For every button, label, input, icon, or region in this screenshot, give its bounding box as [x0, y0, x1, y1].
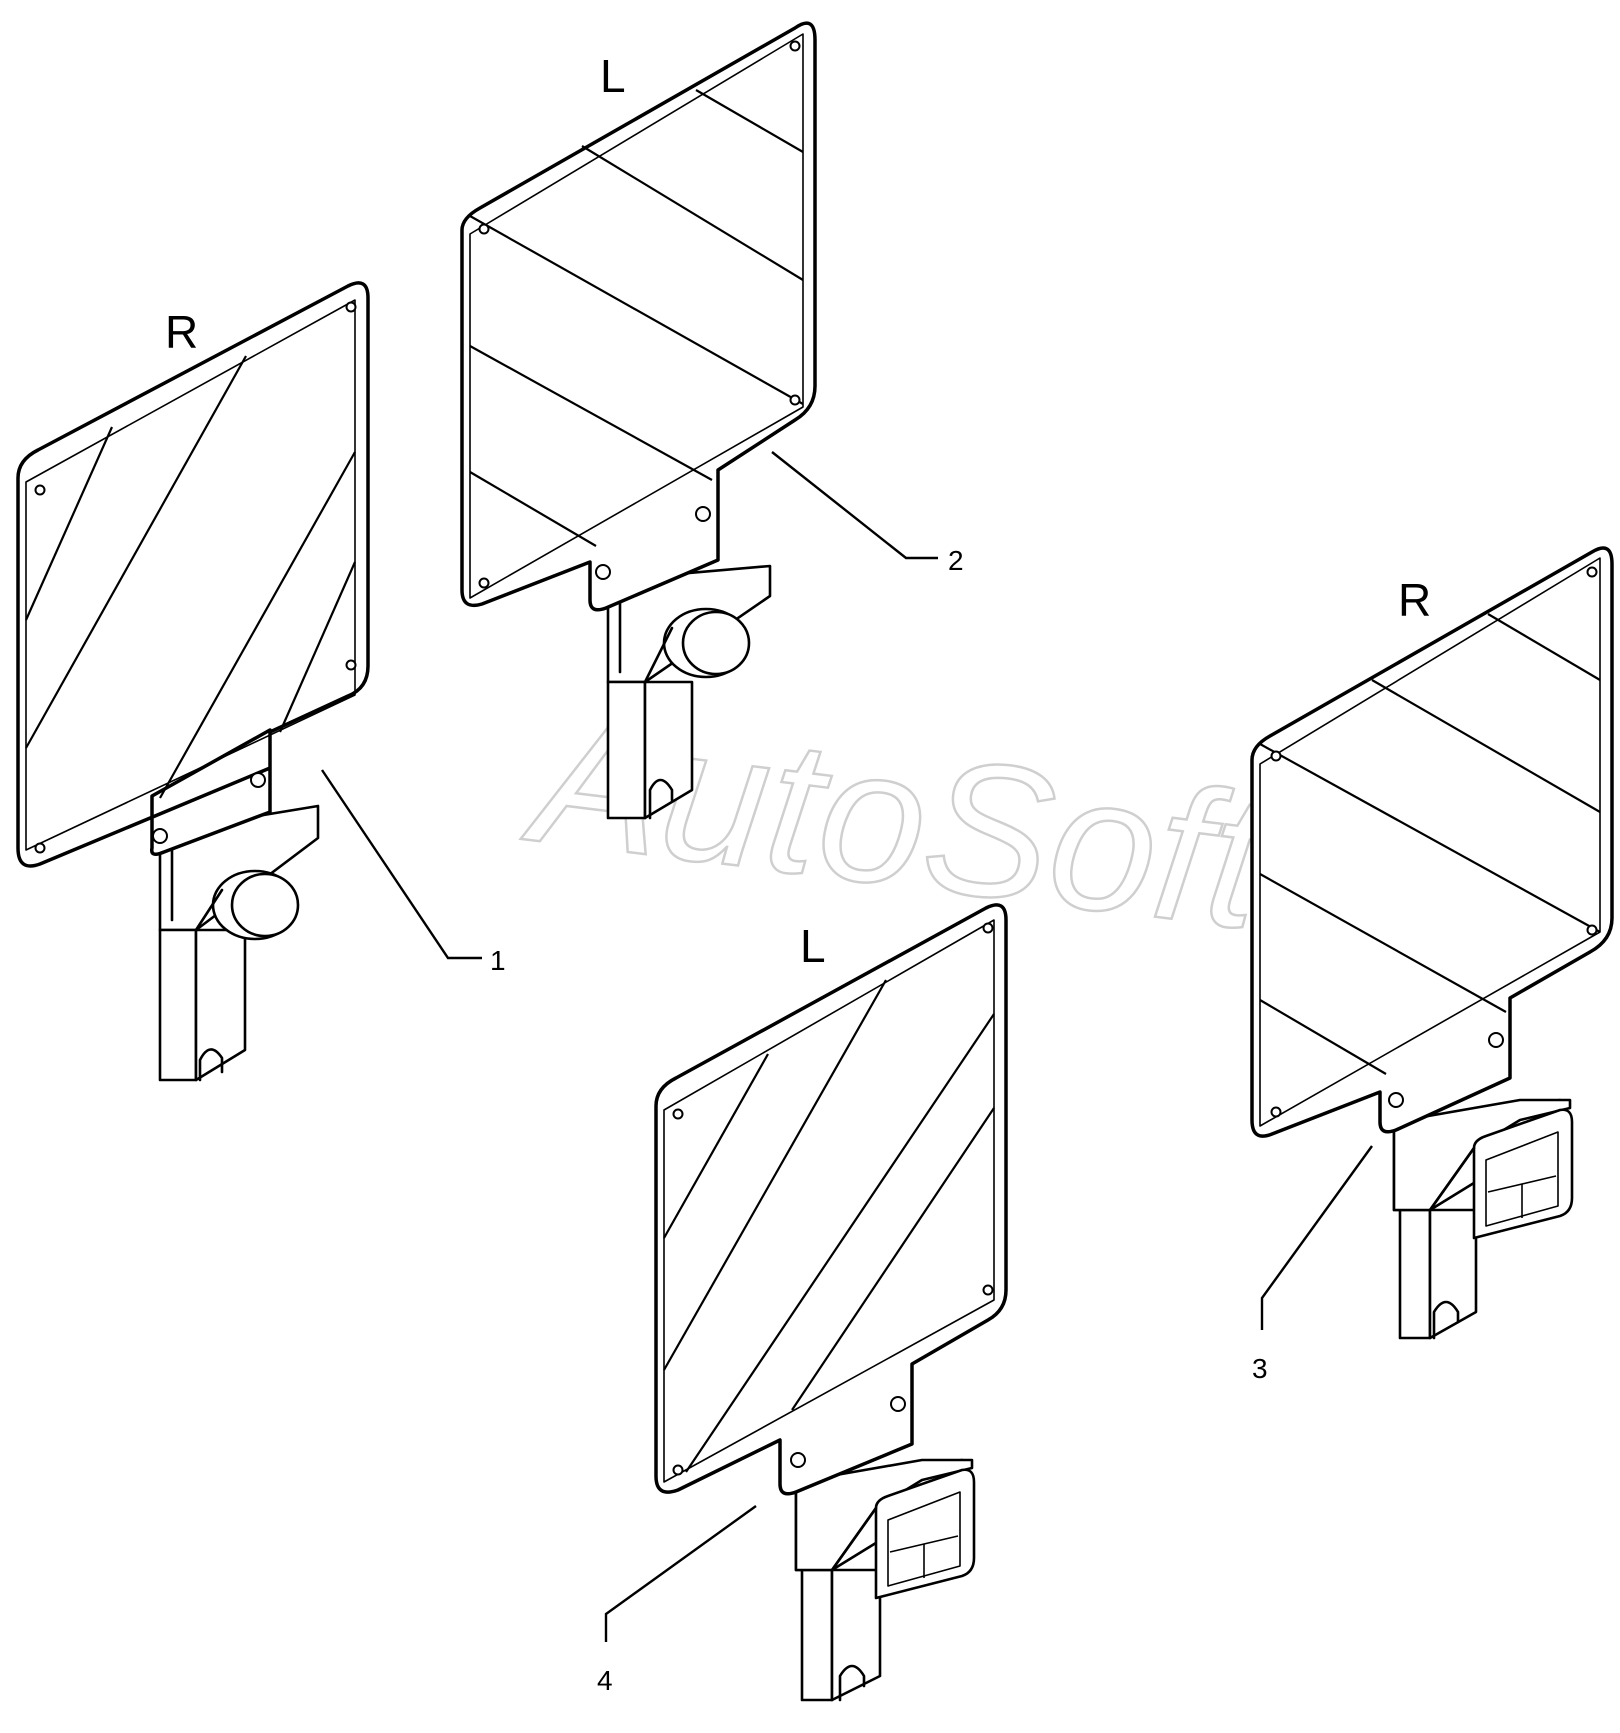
callout-3: 3: [1252, 1353, 1268, 1384]
part-4-warning-board-left: L 4: [597, 903, 1008, 1702]
part-2-side-label: L: [600, 50, 626, 102]
part-1-round-lamp: [194, 869, 300, 941]
part-2-board: [460, 21, 817, 612]
part-2-round-lamp: [643, 607, 751, 684]
part-1-warning-board-right: R 1: [16, 281, 506, 1082]
part-3-board: [1250, 546, 1614, 1138]
part-3-leader: [1260, 1145, 1373, 1330]
part-4-side-label: L: [800, 920, 826, 972]
part-1-leader: [321, 769, 482, 960]
part-1-side-label: R: [165, 306, 198, 358]
callout-2: 2: [948, 545, 964, 576]
part-1-bracket: [158, 804, 320, 1082]
part-2-leader: [771, 451, 938, 560]
part-3-square-lamp: [1392, 1098, 1574, 1240]
callout-1: 1: [490, 945, 506, 976]
part-1-board: [16, 281, 370, 868]
part-3-side-label: R: [1398, 574, 1431, 626]
part-2-warning-board-left: L 2: [460, 21, 964, 820]
part-4-square-lamp: [794, 1458, 976, 1600]
part-4-board: [654, 903, 1008, 1496]
part-3-warning-board-right: R 3: [1250, 546, 1614, 1384]
callout-4: 4: [597, 1665, 613, 1696]
part-4-leader: [604, 1505, 757, 1642]
